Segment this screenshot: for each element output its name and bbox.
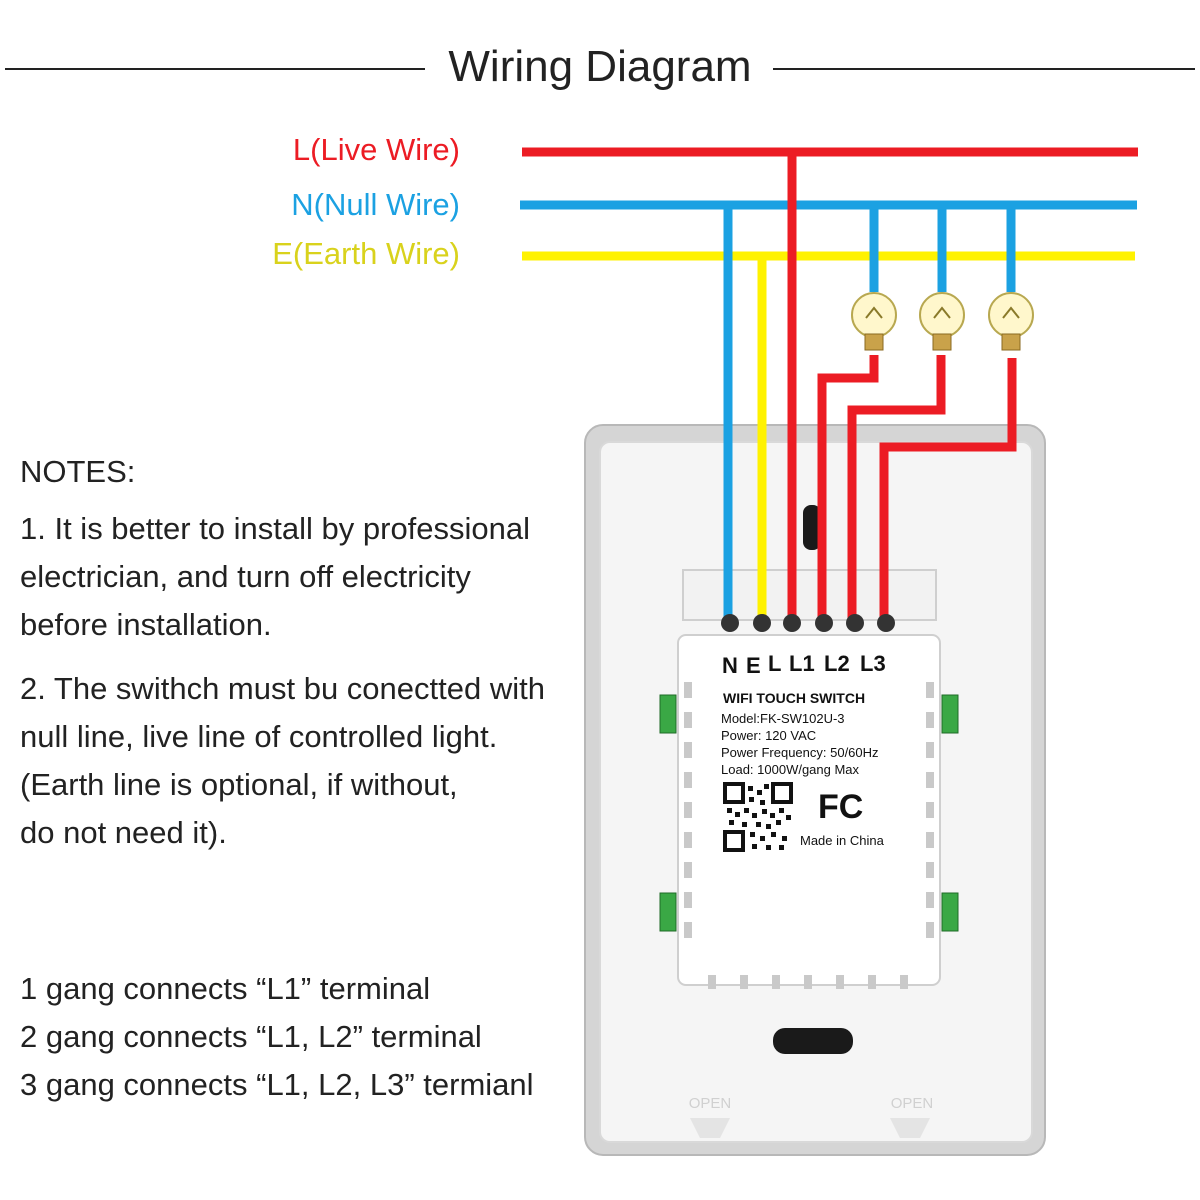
legend-earth-wire: E(Earth Wire) — [272, 236, 460, 271]
qr-code-icon — [723, 782, 793, 852]
note-2: 2. The swithch must bu conectted with nu… — [20, 665, 545, 857]
terminal-label-e: E — [746, 653, 761, 678]
spec-label: WIFI TOUCH SWITCH Model:FK-SW102U-3 Powe… — [721, 690, 885, 848]
fcc-logo: FC — [818, 788, 863, 826]
bulb-3-icon — [988, 292, 1034, 351]
terminal-screws — [721, 614, 895, 632]
note-2-line: do not need it). — [20, 815, 227, 850]
terminal-label-l1: L1 — [789, 651, 815, 676]
legend-null-wire: N(Null Wire) — [291, 187, 460, 222]
top-slot — [803, 505, 821, 550]
terminal-label-n: N — [722, 653, 738, 678]
load-wire-l2 — [847, 355, 946, 618]
label-frequency: Power Frequency: 50/60Hz — [721, 745, 879, 760]
gang-line: 2 gang connects “L1, L2” terminal — [20, 1019, 482, 1054]
wires — [520, 147, 1138, 618]
bulb-1-icon — [851, 292, 897, 351]
label-model: Model:FK-SW102U-3 — [721, 711, 845, 726]
module-vents — [684, 682, 934, 989]
gang-line: 1 gang connects “L1” terminal — [20, 971, 431, 1006]
open-label-right: OPEN — [891, 1095, 934, 1112]
gang-line: 3 gang connects “L1, L2, L3” termianl — [20, 1067, 534, 1102]
open-tab-right — [890, 1118, 930, 1138]
load-wire-l1 — [817, 355, 879, 618]
note-1-line: electrician, and turn off electricity — [20, 559, 471, 594]
terminal-labels: N E L L1 L2 L3 — [722, 651, 886, 678]
terminal-block — [682, 569, 937, 621]
note-2-line: (Earth line is optional, if without, — [20, 767, 458, 802]
note-2-line: 2. The swithch must bu conectted with — [20, 671, 545, 706]
label-power: Power: 120 VAC — [721, 728, 816, 743]
terminal-label-l3: L3 — [860, 651, 886, 676]
bottom-slot — [773, 1028, 853, 1054]
page-title: Wiring Diagram — [448, 42, 752, 91]
label-load: Load: 1000W/gang Max — [721, 762, 860, 777]
bulb-2-icon — [919, 292, 965, 351]
side-clips — [659, 694, 959, 932]
note-2-line: null line, live line of controlled light… — [20, 719, 498, 754]
legend-live-wire: L(Live Wire) — [292, 132, 460, 167]
note-1-line: 1. It is better to install by profession… — [20, 511, 531, 546]
note-1-line: before installation. — [20, 607, 272, 642]
gang-notes: 1 gang connects “L1” terminal 2 gang con… — [20, 965, 534, 1109]
note-1: 1. It is better to install by profession… — [20, 505, 530, 649]
load-wire-l3 — [879, 358, 1017, 618]
open-label-left: OPEN — [689, 1095, 732, 1112]
notes-heading: NOTES: — [20, 454, 136, 489]
terminal-label-l2: L2 — [824, 651, 850, 676]
terminal-label-l: L — [768, 651, 781, 676]
label-title: WIFI TOUCH SWITCH — [723, 690, 865, 706]
label-made-in: Made in China — [800, 833, 885, 848]
switch-module — [677, 634, 941, 986]
open-tab-left — [690, 1118, 730, 1138]
